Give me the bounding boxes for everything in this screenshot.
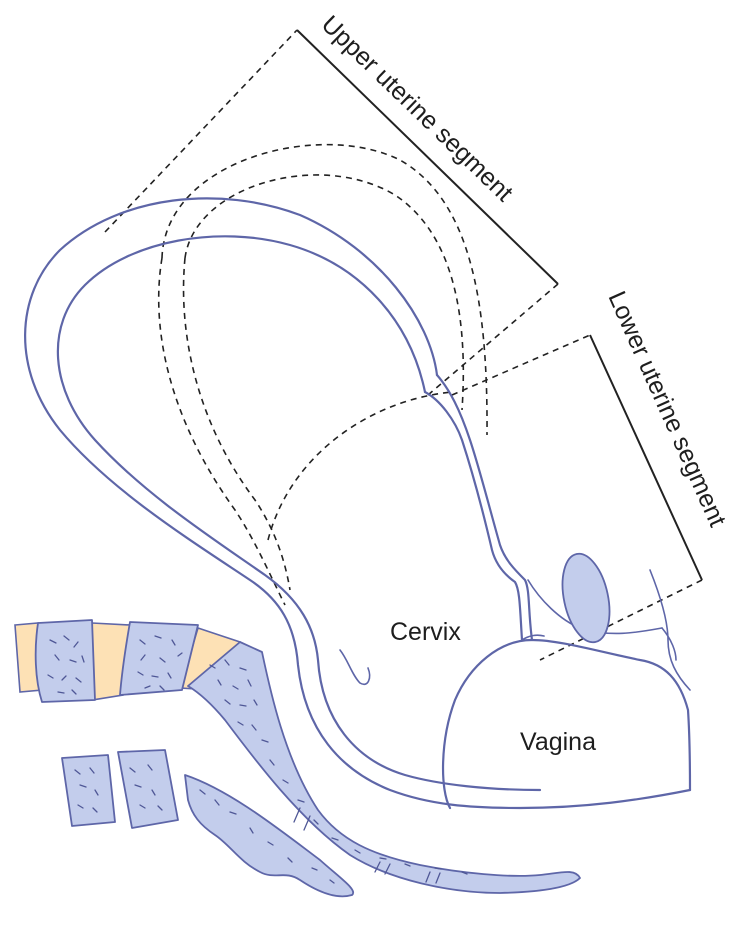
- cul-de-sac: [340, 650, 370, 684]
- dashed-left-wall-outer: [159, 258, 285, 605]
- uterus-walls: [25, 198, 690, 808]
- lower-segment-label: Lower uterine segment: [603, 287, 732, 531]
- upper-segment-bracket: [297, 30, 558, 284]
- anterior-wall-outer: [437, 375, 532, 640]
- vagina-outline: [443, 640, 690, 808]
- vagina-label: Vagina: [520, 728, 596, 756]
- vertebra-1: [36, 620, 95, 702]
- upper-dashed-arc-outer: [162, 145, 487, 435]
- anterior-wall-inner: [425, 392, 522, 640]
- uterus-inner-wall: [58, 236, 540, 790]
- cervix-label: Cervix: [390, 618, 461, 646]
- pubic-margin: [650, 570, 690, 690]
- upper-segment-dashed-guide: [105, 30, 558, 395]
- segment-guides: [105, 30, 702, 660]
- dashed-left-wall-inner: [184, 258, 290, 590]
- bladder-structure: [555, 549, 617, 646]
- fetal-head-dashed-arc: [268, 392, 452, 540]
- pelvic-bone-1: [62, 755, 115, 826]
- pelvic-bone-2: [118, 750, 178, 828]
- uterus-outer-wall: [25, 198, 690, 808]
